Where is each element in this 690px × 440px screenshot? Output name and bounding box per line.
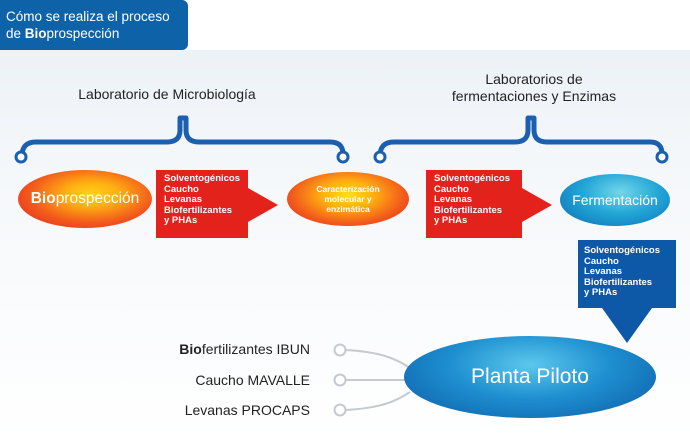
product-item: Caucho [584,255,619,267]
product-item: Biofertilizantes [164,204,233,216]
red-arrow-polygon [156,170,278,238]
products-list-2: Solventogénicos Caucho Levanas Biofertil… [434,173,511,227]
product-item: y PHAs [584,287,618,298]
products-arrow-3: Solventogénicos Caucho Levanas Biofertil… [578,240,676,344]
bioprospeccion-label-rest: prospección [55,190,140,207]
output-biofertilizantes: Biofertilizantes IBUN [80,341,310,357]
connector-line-1 [345,349,411,369]
bioprospeccion-label: Bioprospección [31,190,140,208]
product-item: Biofertilizantes [434,204,503,216]
connector-dot-3 [333,403,347,417]
output-biofertilizantes-rest: fertilizantes IBUN [201,341,310,357]
lab-fermentaciones-line-1: Laboratorios de [485,71,583,87]
red-arrow-shape [156,170,278,238]
product-item: Biofertilizantes [584,276,653,288]
caracterizacion-node: Caracterización molecular y enzimática [287,172,409,226]
product-item: Caucho [164,183,199,195]
products-arrow-1: Solventogénicos Caucho Levanas Biofertil… [156,168,280,238]
product-item: Caucho [434,183,469,195]
output-levanas-text: Levanas PROCAPS [184,402,310,418]
output-biofertilizantes-bold: Bio [179,341,202,357]
bracket-microbiologia [19,115,346,159]
connector-line-3 [345,391,411,411]
blue-arrow-shape [578,240,676,343]
output-levanas: Levanas PROCAPS [80,402,310,418]
product-item: Solventogénicos [164,173,241,184]
bioprospeccion-label-bold: Bio [30,190,56,207]
connector-dot-2 [333,373,347,387]
products-arrow-2: Solventogénicos Caucho Levanas Biofertil… [426,168,554,238]
red-arrow-shape [426,170,552,238]
bracket-fermentaciones-end-left [373,150,387,164]
products-list-1: Solventogénicos Caucho Levanas Biofertil… [164,173,241,227]
bioprospeccion-node: Bioprospección [18,170,152,228]
lab-fermentaciones-label: Laboratorios de fermentaciones y Enzimas [432,71,636,105]
bracket-fermentaciones-end-right [655,150,669,164]
fermentacion-node: Fermentación [560,174,670,226]
title-line-2-bold: Bio [24,26,47,41]
title-box: Cómo se realiza el proceso de Bioprospec… [0,0,188,50]
output-caucho: Caucho MAVALLE [80,372,310,388]
products-list-3: Solventogénicos Caucho Levanas Biofertil… [584,245,661,299]
red-arrow-polygon [426,170,552,238]
product-item: Levanas [434,194,473,205]
output-caucho-text: Caucho MAVALLE [195,372,310,388]
product-item: y PHAs [164,215,198,226]
product-item: Solventogénicos [434,173,511,184]
caracterizacion-label: Caracterización molecular y enzimática [316,184,380,214]
blue-arrow-polygon [578,240,676,343]
product-item: Levanas [584,266,623,277]
product-item: y PHAs [434,215,468,226]
bracket-microbiologia-end-left [14,150,28,164]
planta-piloto-label: Planta Piloto [471,365,589,388]
title-line-2: de Bioprospección [6,26,119,41]
fermentacion-label: Fermentación [572,192,658,208]
bracket-microbiologia-end-right [336,150,350,164]
title-line-2-rest: prospección [46,26,120,41]
product-item: Levanas [164,194,203,205]
title-line-2-prefix: de [6,26,25,41]
lab-microbiologia-label: Laboratorio de Microbiología [78,86,256,102]
bracket-fermentaciones [377,115,665,159]
product-item: Solventogénicos [584,245,661,256]
lab-fermentaciones-line-2: fermentaciones y Enzimas [451,88,617,104]
connector-dot-1 [333,343,347,357]
title-line-1: Cómo se realiza el proceso [6,9,170,24]
planta-piloto-node: Planta Piloto [404,336,656,418]
